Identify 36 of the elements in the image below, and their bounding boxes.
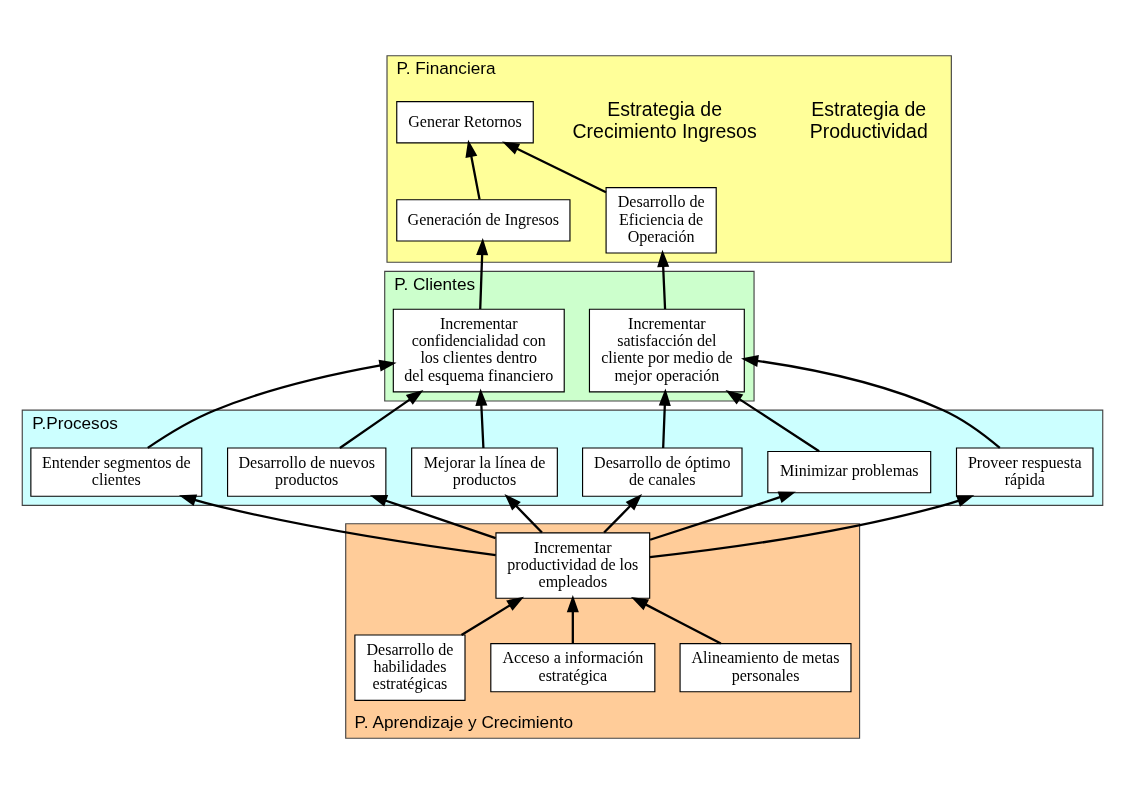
node-box: Incrementar productividad de los empleados	[495, 532, 651, 599]
arrow	[657, 249, 670, 309]
node-box: Desarrollo de Eficiencia de Operación	[605, 187, 717, 254]
node-box: Alineamiento de metas personales	[679, 643, 852, 693]
node-box: Desarrollo de nuevos productos	[227, 447, 387, 497]
arrow	[147, 359, 397, 449]
arrow	[504, 493, 543, 534]
arrow	[658, 388, 671, 449]
node-box: Generación de Ingresos	[396, 199, 571, 242]
label: Estrategia de Crecimiento Ingresos	[572, 98, 757, 142]
arrow	[502, 141, 607, 194]
node-box: Incrementar confidencialidad con los clientes dentro del esquema financiero	[392, 308, 565, 393]
arrow	[631, 596, 722, 645]
arrow	[725, 390, 820, 453]
node-box: Minimizar problemas	[767, 450, 932, 494]
arrow	[603, 493, 643, 534]
arrow	[649, 495, 975, 559]
arrow	[369, 495, 496, 540]
node-box: Incrementar satisfacción del cliente por medio de mejor operación	[588, 308, 745, 393]
label: Estrategia de Productividad	[809, 98, 928, 142]
arrow	[476, 237, 489, 309]
arrow	[339, 390, 424, 449]
node-box: Mejorar la línea de productos	[411, 447, 558, 497]
arrow	[649, 491, 796, 541]
node-box: Desarrollo de habilidades estratégicas	[354, 634, 466, 701]
arrow	[465, 139, 481, 200]
node-box: Acceso a información estratégica	[490, 643, 656, 693]
node-box: Entender segmentos de clientes	[30, 447, 203, 497]
arrow	[460, 596, 525, 636]
arrow	[566, 595, 579, 644]
arrow	[178, 494, 496, 557]
arrow	[741, 354, 1001, 449]
node-box: Desarrollo de óptimo de canales	[582, 447, 743, 497]
node-box: Generar Retornos	[396, 101, 534, 144]
node-box: Proveer respuesta rápida	[955, 447, 1094, 497]
arrow	[475, 388, 488, 449]
